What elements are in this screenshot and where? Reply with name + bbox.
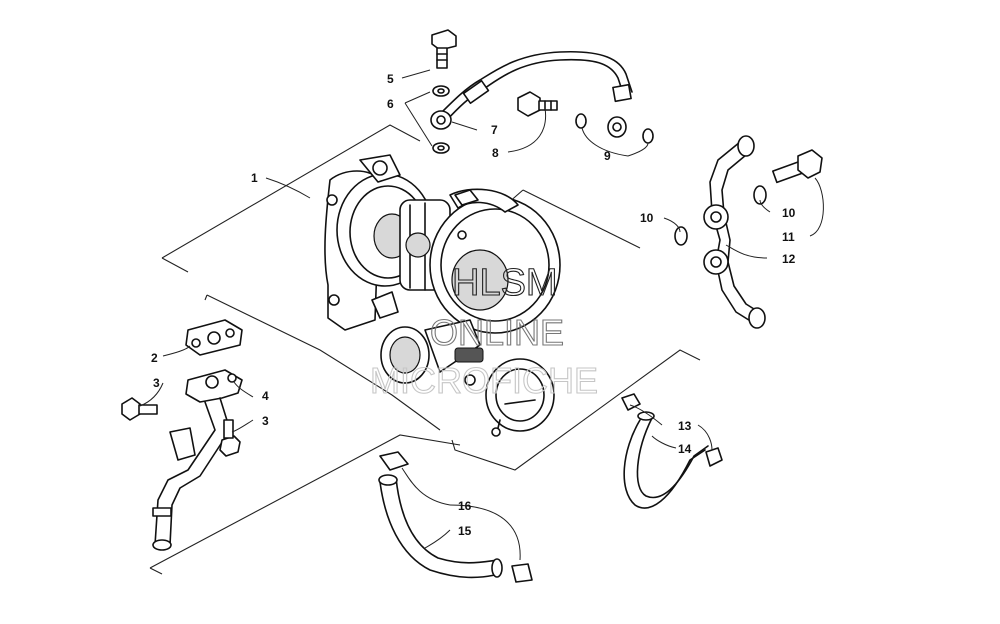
callout-13: 13 xyxy=(678,419,692,433)
callout-11: 11 xyxy=(782,230,795,244)
callout-10-left: 10 xyxy=(640,211,654,225)
callout-5: 5 xyxy=(387,72,394,86)
hose-15-part xyxy=(378,451,533,583)
watermark-line-1: HLSM xyxy=(452,262,558,304)
oil-drain-tube-part xyxy=(121,319,243,551)
callout-2: 2 xyxy=(151,351,158,365)
hose-14-part xyxy=(621,393,723,509)
callout-6: 6 xyxy=(387,97,394,111)
callout-12: 12 xyxy=(782,252,796,266)
callout-9: 9 xyxy=(604,149,611,163)
callout-10-right: 10 xyxy=(782,206,796,220)
turbocharger-part xyxy=(324,154,561,437)
callout-labels: 1 2 3 3 4 5 6 7 8 9 10 10 11 12 13 14 15… xyxy=(151,72,796,538)
watermark: HLSM ONLINE MICROFICHE xyxy=(369,261,598,401)
callout-16: 16 xyxy=(458,499,472,513)
sealing-washer-part xyxy=(432,85,450,154)
callout-8: 8 xyxy=(492,146,499,160)
callout-7: 7 xyxy=(491,123,498,137)
callout-1: 1 xyxy=(251,171,258,185)
leader-lines xyxy=(139,69,824,561)
callout-4: 4 xyxy=(262,389,269,403)
oil-feed-line-part xyxy=(430,50,633,130)
banjo-bolt-part xyxy=(431,29,457,69)
callout-3-right: 3 xyxy=(262,414,269,428)
callout-15: 15 xyxy=(458,524,472,538)
mounting-bolt-8-part xyxy=(517,91,558,117)
watermark-line-2: ONLINE xyxy=(430,312,564,353)
callout-3-left: 3 xyxy=(153,376,160,390)
coolant-fitting-part xyxy=(674,135,823,329)
callout-14: 14 xyxy=(678,442,692,456)
watermark-line-3: MICROFICHE xyxy=(370,360,598,401)
